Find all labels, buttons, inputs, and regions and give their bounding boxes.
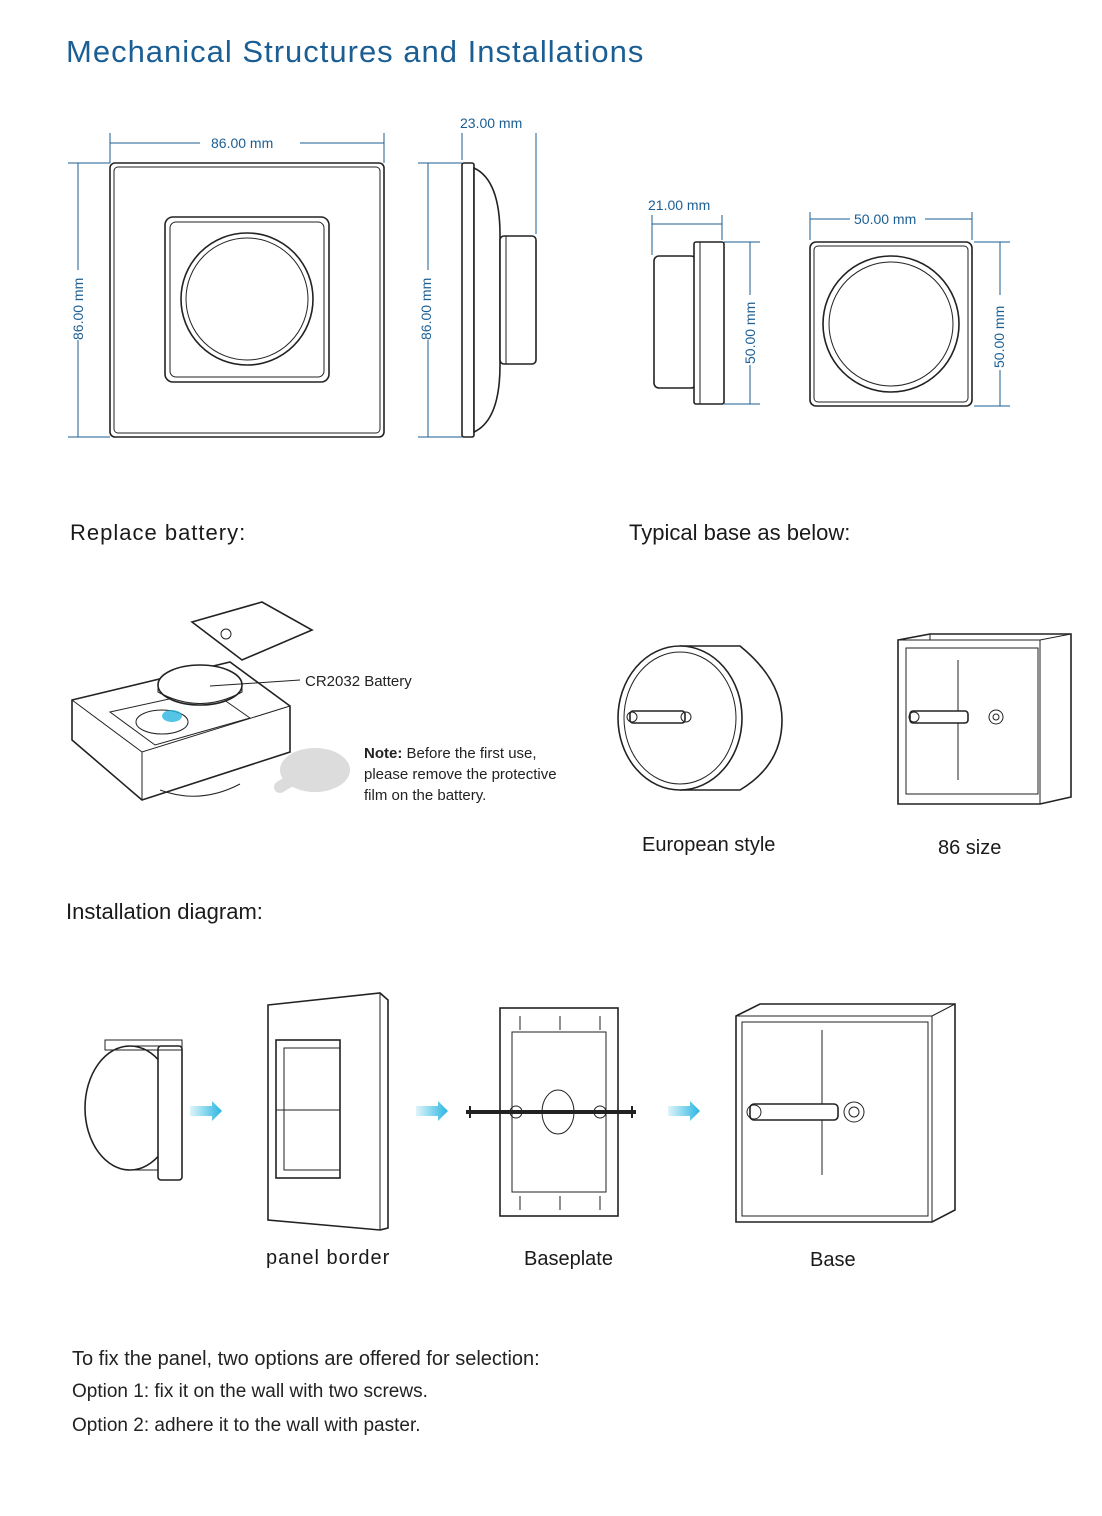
base-caption: Base — [810, 1249, 856, 1271]
dim-side-height: 86.00 mm — [418, 278, 434, 340]
knob-module-drawing — [84, 1039, 183, 1181]
baseplate-caption: Baseplate — [524, 1248, 613, 1270]
european-style-caption: European style — [642, 834, 776, 856]
86-size-caption: 86 size — [938, 837, 1002, 859]
panel-border-drawing — [267, 992, 389, 1231]
front-view-drawing — [68, 133, 385, 438]
fixing-option-2: Option 2: adhere it to the wall with pas… — [72, 1415, 421, 1436]
battery-label: CR2032 Battery — [305, 673, 412, 690]
module-side-drawing — [651, 215, 760, 405]
arrow-icon — [668, 1101, 700, 1121]
install-arrows — [190, 1101, 700, 1121]
fixing-option-1: Option 1: fix it on the wall with two sc… — [72, 1381, 428, 1402]
dim-side-depth: 23.00 mm — [460, 115, 522, 131]
module-front-drawing — [809, 212, 1010, 407]
86-size-base-drawing — [897, 633, 1072, 805]
battery-illustration — [71, 601, 350, 801]
side-view-drawing — [418, 133, 537, 438]
dim-front-width: 86.00 mm — [211, 135, 273, 151]
base-heading: Typical base as below: — [629, 520, 851, 545]
note-text: Before the first use, please remove the … — [364, 745, 557, 804]
installation-heading: Installation diagram: — [66, 899, 263, 924]
arrow-icon — [416, 1101, 448, 1121]
dim-front-height: 86.00 mm — [70, 278, 86, 340]
panel-border-caption: panel border — [266, 1247, 391, 1269]
battery-note: Note: Before the first use, please remov… — [364, 743, 584, 806]
dim-module-front-height: 50.00 mm — [991, 306, 1007, 368]
dim-module-width: 50.00 mm — [854, 211, 916, 227]
arrow-icon — [190, 1101, 222, 1121]
fixing-intro: To fix the panel, two options are offere… — [72, 1348, 540, 1370]
note-label: Note: — [364, 745, 403, 762]
dim-module-side-height: 50.00 mm — [742, 302, 758, 364]
dim-module-depth: 21.00 mm — [648, 197, 710, 213]
page-title: Mechanical Structures and Installations — [66, 34, 645, 69]
battery-heading: Replace battery: — [70, 520, 247, 545]
base-drawing — [735, 1003, 956, 1223]
european-base-drawing — [617, 645, 783, 791]
baseplate-drawing — [466, 1007, 636, 1217]
